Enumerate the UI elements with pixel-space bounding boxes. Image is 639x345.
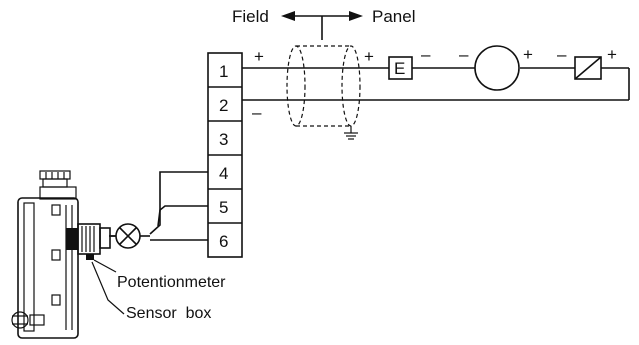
minus-sign-terminal-2: – <box>252 103 262 122</box>
potentiometer-leader <box>93 259 117 273</box>
terminal-1: 1 <box>219 62 228 81</box>
plus-sign-terminal-1: + <box>254 47 264 66</box>
minus-sign-converter: – <box>557 45 567 64</box>
double-arrow-icon <box>281 11 363 40</box>
terminal-block: 1 2 3 4 5 6 <box>207 52 243 258</box>
minus-sign-source: – <box>459 45 469 64</box>
plus-sign-source: + <box>523 45 533 64</box>
ground-icon <box>344 126 358 140</box>
sensor-box-label: Sensor box <box>126 305 211 322</box>
terminal-2: 2 <box>219 96 228 115</box>
panel-label: Panel <box>372 7 415 26</box>
field-label: Field <box>232 7 269 26</box>
terminal-4: 4 <box>219 164 228 183</box>
potentiometer-wires <box>149 171 208 241</box>
positive-loop-wire <box>242 67 630 100</box>
minus-sign-e: – <box>421 45 431 64</box>
converter-icon <box>574 56 602 80</box>
terminal-6: 6 <box>219 232 228 251</box>
plus-sign-shield: + <box>364 47 374 66</box>
sensor-box-icon <box>11 170 116 339</box>
shielded-cable-icon <box>286 45 361 127</box>
e-device: E <box>388 56 413 80</box>
terminal-5: 5 <box>219 198 228 217</box>
e-device-label: E <box>394 59 405 78</box>
sensor-box-leader <box>91 261 125 315</box>
potentiometer-icon <box>109 223 150 249</box>
terminal-3: 3 <box>219 130 228 149</box>
power-source-icon <box>474 45 520 91</box>
plus-sign-converter: + <box>607 45 617 64</box>
potentiometer-label: Potentionmeter <box>117 274 226 291</box>
